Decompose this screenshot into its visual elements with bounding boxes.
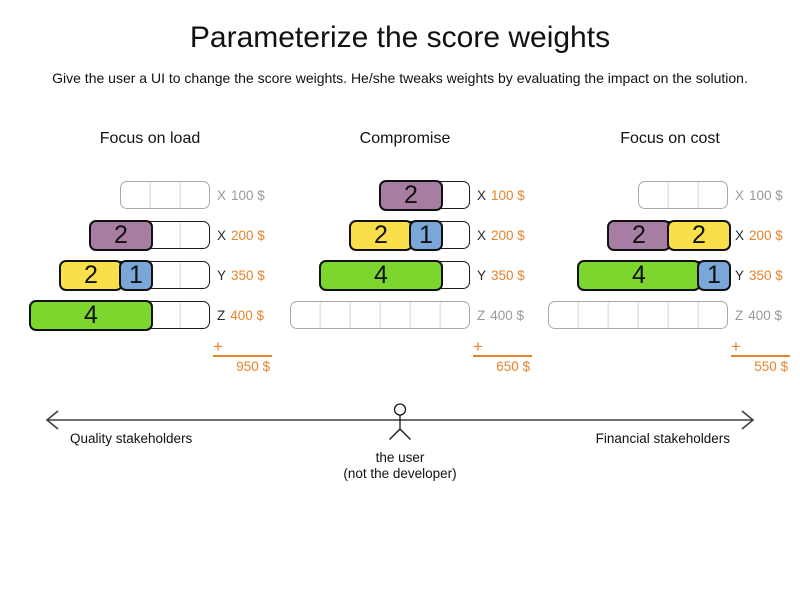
row-letter: Y (217, 267, 227, 283)
row-cost: 400 $ (230, 307, 265, 323)
sum-line (473, 355, 532, 357)
row-letter: X (735, 187, 745, 203)
sum-total: 950 $ (236, 359, 270, 374)
weight-chip[interactable]: 2 (349, 220, 413, 251)
weight-chip-value: 2 (404, 181, 418, 209)
row-letter: X (217, 227, 227, 243)
row-letter: Y (477, 267, 487, 283)
weight-chip[interactable]: 4 (577, 260, 701, 291)
left-arrowhead-icon (45, 410, 59, 430)
row-letter: X (735, 227, 745, 243)
scenario-heading: Compromise (359, 130, 451, 147)
weight-chip[interactable]: 2 (379, 180, 443, 211)
weight-capacity-box: 2 (89, 220, 210, 251)
row-letter: Z (217, 307, 226, 323)
weight-chip[interactable]: 1 (409, 220, 443, 251)
user-label: the user (375, 450, 425, 465)
sum-plus-sign: + (213, 337, 223, 356)
user-sublabel: (not the developer) (343, 466, 457, 481)
row-cost: 100 $ (491, 187, 525, 203)
weight-chip-value: 2 (374, 221, 388, 249)
weight-capacity-box (120, 181, 210, 209)
row-cost: 200 $ (491, 227, 525, 243)
weight-chip[interactable]: 2 (667, 220, 731, 251)
weight-capacity-box (548, 301, 728, 329)
page-subtitle: Give the user a UI to change the score w… (52, 70, 748, 86)
weight-chip[interactable]: 4 (319, 260, 443, 291)
row-letter: X (477, 187, 487, 203)
sum-plus-sign: + (473, 337, 483, 356)
row-cost: 100 $ (231, 187, 265, 203)
row-cost: 400 $ (490, 307, 525, 323)
weight-capacity-box: 2 (379, 180, 470, 211)
weight-chip-value: 4 (632, 261, 646, 289)
row-cost: 350 $ (491, 267, 525, 283)
axis-right-label: Financial stakeholders (595, 431, 730, 446)
weight-chip[interactable]: 2 (607, 220, 671, 251)
weight-chip-value: 1 (419, 221, 433, 249)
user-stick-figure-icon (389, 403, 411, 440)
weight-chip[interactable]: 1 (697, 260, 731, 291)
weight-chip-value: 2 (84, 261, 98, 289)
row-letter: Z (735, 307, 744, 323)
weight-chip[interactable]: 2 (59, 260, 123, 291)
weight-chip[interactable]: 1 (119, 260, 153, 291)
weight-chip-value: 1 (129, 261, 143, 289)
weight-chip[interactable]: 4 (29, 300, 153, 331)
weight-chip-value: 2 (692, 221, 706, 249)
right-arrowhead-icon (741, 410, 755, 430)
scenario-heading: Focus on cost (620, 130, 720, 147)
row-cost: 200 $ (231, 227, 265, 243)
row-cost: 400 $ (748, 307, 783, 323)
sum-line (213, 355, 272, 357)
row-cost: 200 $ (749, 227, 783, 243)
row-letter: Y (735, 267, 745, 283)
weight-chip[interactable]: 2 (89, 220, 153, 251)
sum-line (731, 355, 790, 357)
row-letter: X (217, 187, 227, 203)
row-letter: Z (477, 307, 486, 323)
row-cost: 350 $ (231, 267, 265, 283)
page-title: Parameterize the score weights (189, 21, 611, 54)
weight-capacity-box (290, 301, 470, 329)
stakeholder-axis (45, 403, 755, 440)
weight-chip-value: 4 (84, 301, 98, 329)
weight-capacity-box (638, 181, 728, 209)
axis-left-label: Quality stakeholders (70, 431, 193, 446)
weight-chip-value: 2 (114, 221, 128, 249)
weight-capacity-box: 4 (319, 260, 470, 291)
sum-total: 550 $ (754, 359, 788, 374)
sum-plus-sign: + (731, 337, 741, 356)
weight-chip-value: 2 (632, 221, 646, 249)
weight-capacity-box: 4 (29, 300, 210, 331)
sum-total: 650 $ (496, 359, 530, 374)
weight-chip-value: 1 (707, 261, 721, 289)
scenario-heading: Focus on load (99, 130, 201, 147)
row-cost: 350 $ (749, 267, 783, 283)
row-letter: X (477, 227, 487, 243)
weight-chip-value: 4 (374, 261, 388, 289)
row-cost: 100 $ (749, 187, 783, 203)
